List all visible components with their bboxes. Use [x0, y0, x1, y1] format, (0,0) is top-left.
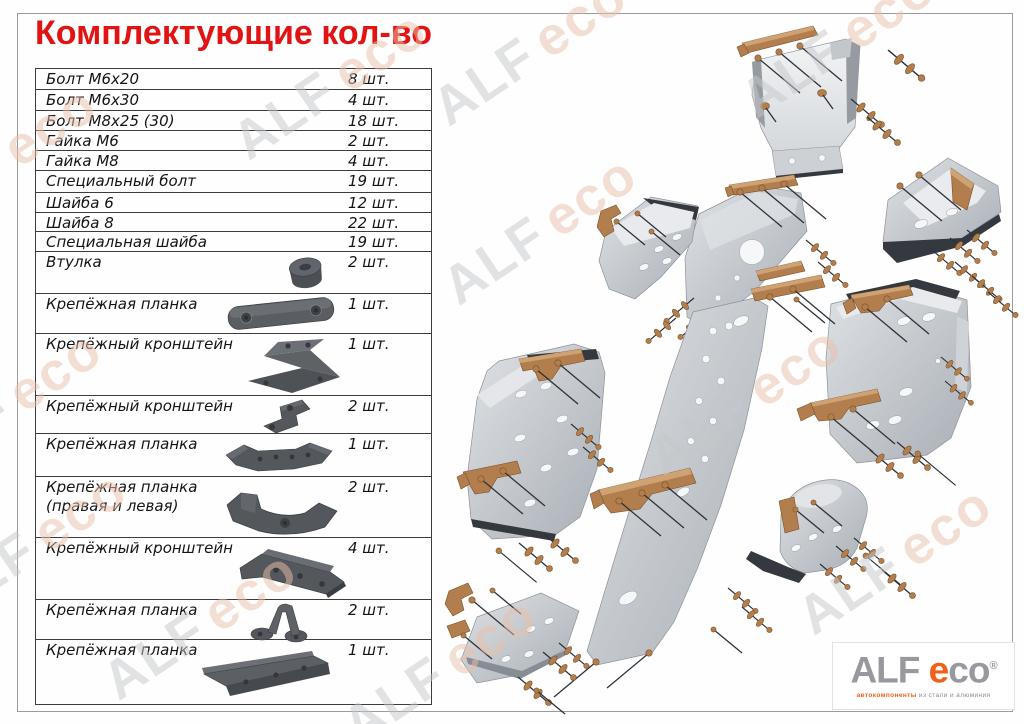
parts-table: Болт М6х20 8 шт. Болт М6х30 4 шт. Болт М… [35, 68, 432, 705]
part-qty: 1 шт. [348, 435, 390, 453]
part-name: Втулка [46, 253, 102, 271]
part-name: Болт М8х25 (30) [46, 112, 175, 130]
part-qty: 4 шт. [348, 152, 390, 170]
table-row: Болт М6х20 8 шт. [36, 69, 431, 90]
part-qty: 2 шт. [348, 253, 390, 271]
part-name: Крепёжная планка [46, 435, 198, 453]
part-qty: 2 шт. [348, 478, 390, 496]
table-row: Шайба 8 22 шт. [36, 213, 431, 232]
part-qty: 1 шт. [348, 335, 390, 353]
table-row: Крепёжная планка 1 шт. [36, 434, 431, 477]
plate-bottom-left [444, 582, 590, 715]
part-qty: 1 шт. [348, 641, 390, 659]
part-qty: 12 шт. [348, 194, 400, 212]
part-name: Шайба 6 [46, 194, 114, 212]
part-thumbnail-rail [202, 651, 330, 696]
part-name: Гайка М6 [46, 132, 119, 150]
part-qty: 19 шт. [348, 233, 400, 251]
part-qty: 8 шт. [348, 70, 390, 88]
part-thumbnail-bracket-long [239, 549, 346, 598]
part-qty: 4 шт. [348, 539, 390, 557]
table-row: Втулка 2 шт. [36, 252, 431, 294]
part-name: Крепёжная планка(правая и левая) [46, 478, 198, 515]
plate-triangle-right [882, 157, 1019, 319]
part-qty: 2 шт. [348, 601, 390, 619]
table-row: Болт М6х30 4 шт. [36, 90, 431, 111]
part-qty: 2 шт. [348, 132, 390, 150]
part-name: Крепёжная планка [46, 601, 198, 619]
plate-left-large [456, 343, 614, 583]
table-row: Гайка М8 4 шт. [36, 151, 431, 171]
part-name: Специальная шайба [46, 233, 207, 251]
part-name: Крепёжная планка [46, 641, 198, 659]
plate-left-angled [596, 196, 709, 345]
part-name: Крепёжный кронштейн [46, 335, 233, 353]
title-quantity: кол-во [321, 14, 432, 52]
part-thumbnail-plate-oval [227, 297, 335, 330]
part-thumbnail-bushing [288, 257, 322, 289]
table-row: Крепёжный кронштейн 1 шт. [36, 334, 431, 396]
plate-front [736, 25, 926, 180]
logo-text: ALF eco® [850, 649, 997, 691]
part-qty: 1 шт. [348, 295, 390, 313]
table-row: Специальная шайба 19 шт. [36, 232, 431, 252]
part-name: Крепёжный кронштейн [46, 539, 233, 557]
part-qty: 18 шт. [348, 112, 400, 130]
table-row: Болт М8х25 (30) 18 шт. [36, 111, 431, 131]
table-row: Крепёжная планка 2 шт. [36, 600, 431, 643]
table-row: Шайба 6 12 шт. [36, 193, 431, 213]
table-row: Крепёжная планка 1 шт. [36, 294, 431, 334]
table-row: Крепёжный кронштейн 2 шт. [36, 396, 431, 434]
part-name: Болт М6х20 [46, 70, 140, 88]
part-name: Гайка М8 [46, 152, 119, 170]
part-name: Крепёжный кронштейн [46, 397, 233, 415]
part-name: Специальный болт [46, 172, 197, 190]
part-qty: 4 шт. [348, 91, 390, 109]
part-thumbnail-plate-curved [226, 492, 338, 535]
part-thumbnail-bracket-z [248, 339, 340, 393]
table-row: Крепёжный кронштейн 4 шт. [36, 538, 431, 600]
page-title: Комплектующие кол-во [35, 14, 432, 62]
plate-curved-guard [746, 479, 917, 600]
table-row: Крепёжная планка 1 шт. [36, 640, 431, 706]
registered-mark: ® [989, 660, 997, 672]
part-name: Болт М6х30 [46, 91, 140, 109]
title-components: Комплектующие [35, 14, 313, 52]
plate-center-long [553, 260, 836, 698]
table-row: Гайка М6 2 шт. [36, 131, 431, 151]
table-row: Крепёжная планка(правая и левая) 2 шт. [36, 477, 431, 538]
part-name: Шайба 8 [46, 214, 114, 232]
plate-right-large [796, 279, 975, 486]
part-thumbnail-bracket-small [263, 399, 311, 434]
part-qty: 22 шт. [348, 214, 400, 232]
logo-tagline: автокомпоненты из стали и алюминия [856, 692, 991, 700]
part-qty: 2 шт. [348, 397, 390, 415]
part-name: Крепёжная планка [46, 295, 198, 313]
plate-center-upper [684, 174, 849, 330]
page-border [17, 13, 1013, 712]
part-qty: 19 шт. [348, 172, 400, 190]
part-thumbnail-plate-winged [225, 442, 333, 472]
part-thumbnail-plate-handle [250, 603, 308, 643]
brand-logo: ALF eco® автокомпоненты из стали и алюми… [832, 642, 1015, 710]
table-row: Специальный болт 19 шт. [36, 171, 431, 193]
